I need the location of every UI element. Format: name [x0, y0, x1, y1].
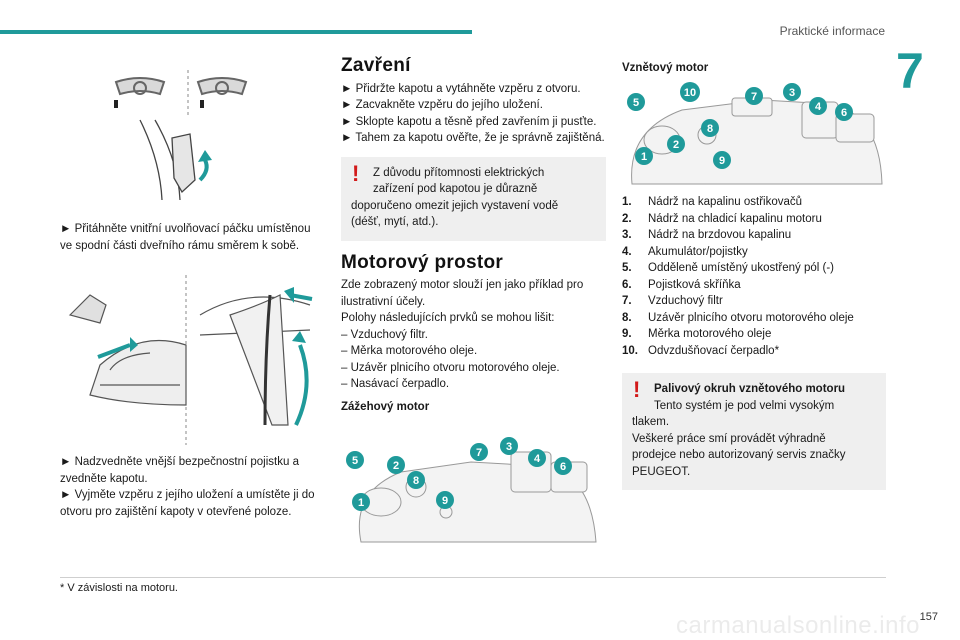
legend-list: 1.Nádrž na kapalinu ostřikovačů 2.Nádrž …	[622, 194, 886, 490]
diesel-fuel-warning-box: ! Palivový okruh vznětového motoru Tento…	[622, 373, 886, 490]
legend-item: 2.Nádrž na chladicí kapalinu motoru	[622, 212, 822, 225]
warning-line-4: (déšť, mytí, atd.).	[351, 216, 439, 228]
petrol-callout-6: 6	[560, 461, 566, 473]
column-1: ► Přitáhněte vnitřní uvolňovací páčku um…	[60, 221, 315, 254]
diesel-callout-5: 5	[633, 97, 639, 109]
figure-open-bonnet	[68, 275, 313, 445]
footnote: * V závislosti na motoru.	[60, 582, 178, 594]
legend-item: 6.Pojistková skříňka	[622, 278, 741, 291]
diesel-warning-line-1: Tento systém je pod velmi vysokým	[654, 399, 835, 412]
petrol-callout-1: 1	[358, 497, 364, 509]
legend-item: 9.Měrka motorového oleje	[622, 328, 772, 340]
diesel-callout-6: 6	[841, 107, 847, 119]
close-step-4: ► Tahem za kapotu ověřte, že je správně …	[341, 132, 605, 144]
water-warning-box: ! Z důvodu přítomnosti elektrických zaří…	[341, 156, 606, 241]
figure-release-lever	[114, 70, 248, 200]
legend-item: 10.Odvzdušňovací čerpadlo*	[622, 344, 780, 357]
column-3: Vznětový motor	[622, 60, 886, 77]
diesel-callout-4: 4	[815, 101, 822, 113]
footer-divider	[60, 577, 886, 578]
petrol-callout-7: 7	[476, 447, 482, 459]
close-step-3: ► Sklopte kapotu a těsně před zavřením j…	[341, 115, 597, 128]
petrol-engine-heading: Zážehový motor	[341, 400, 430, 413]
vary-item-3: – Uzávěr plnicího otvoru motorového olej…	[341, 361, 560, 374]
figure-petrol-engine: 5 2 8 9 1 7 3 4 6	[346, 437, 597, 543]
diesel-warning-line-5: PEUGEOT.	[632, 465, 691, 478]
warning-line-1: Z důvodu přítomnosti elektrických	[373, 166, 545, 179]
diesel-callout-3: 3	[789, 87, 795, 99]
diesel-callout-10: 10	[684, 87, 696, 99]
legend-item: 4.Akumulátor/pojistky	[622, 245, 748, 258]
chapter-number: 7	[896, 43, 924, 99]
legend-item: 1.Nádrž na kapalinu ostřikovačů	[622, 196, 803, 208]
page-number: 157	[919, 611, 938, 623]
diesel-callout-1: 1	[641, 151, 647, 163]
diesel-warning-line-2: tlakem.	[632, 416, 670, 428]
engine-intro: Zde zobrazený motor slouží jen jako přík…	[341, 279, 584, 308]
petrol-callout-8: 8	[413, 475, 419, 487]
vary-item-1: – Vzduchový filtr.	[341, 328, 428, 341]
legend-item: 7.Vzduchový filtr	[622, 295, 723, 307]
warning-icon: !	[633, 377, 641, 402]
petrol-callout-5: 5	[352, 455, 358, 467]
warning-line-2: zařízení pod kapotou je důrazně	[373, 183, 538, 195]
legend-item: 3.Nádrž na brzdovou kapalinu	[622, 229, 792, 241]
diesel-callout-2: 2	[673, 139, 679, 151]
vary-item-2: – Měrka motorového oleje.	[341, 345, 478, 357]
engine-compartment-heading: Motorový prostor	[341, 251, 504, 273]
petrol-callout-4: 4	[534, 453, 541, 465]
diesel-warning-line-3: Veškeré práce smí provádět výhradně	[632, 432, 826, 445]
warning-line-3: doporučeno omezit jejich vystavení vodě	[351, 199, 559, 212]
diesel-callout-8: 8	[707, 123, 713, 135]
header-accent-bar	[0, 30, 472, 34]
petrol-callout-2: 2	[393, 460, 399, 472]
watermark: carmanualsonline.info	[676, 612, 920, 639]
diesel-warning-title: Palivový okruh vznětového motoru	[654, 383, 846, 395]
column-2: Zavření ► Přidržte kapotu a vytáhněte vz…	[341, 55, 606, 415]
diesel-engine-heading: Vznětový motor	[622, 62, 709, 74]
petrol-callout-3: 3	[506, 441, 512, 453]
figure-diesel-engine: 5 10 7 3 4 6 8 2 1 9	[627, 82, 883, 185]
column-1-lower: ► Nadzvedněte vnější bezpečnostní pojist…	[60, 454, 322, 520]
diesel-callout-9: 9	[719, 155, 725, 167]
legend-item: 5.Odděleně umístěný ukostřený pól (-)	[622, 262, 835, 274]
raise-bonnet-text: ► Nadzvedněte vnější bezpečnostní pojist…	[60, 456, 299, 485]
release-lever-text: ► Přitáhněte vnitřní uvolňovací páčku um…	[60, 223, 311, 252]
closing-heading: Zavření	[341, 55, 411, 76]
close-step-1: ► Přidržte kapotu a vytáhněte vzpěru z o…	[341, 82, 581, 95]
section-title: Praktické informace	[779, 24, 885, 38]
legend-item: 8.Uzávěr plnicího otvoru motorového olej…	[622, 311, 854, 324]
vary-item-4: – Nasávací čerpadlo.	[341, 378, 450, 390]
prop-rod-text: ► Vyjměte vzpěru z jejího uložení a umís…	[60, 489, 315, 518]
close-step-2: ► Zacvakněte vzpěru do jejího uložení.	[341, 99, 543, 111]
diesel-callout-7: 7	[751, 91, 757, 103]
petrol-callout-9: 9	[442, 495, 448, 507]
warning-icon: !	[352, 160, 360, 186]
engine-positions-vary: Polohy následujících prvků se mohou liši…	[341, 312, 555, 324]
diesel-warning-line-4: prodejce nebo autorizovaný servis značky	[632, 449, 846, 461]
